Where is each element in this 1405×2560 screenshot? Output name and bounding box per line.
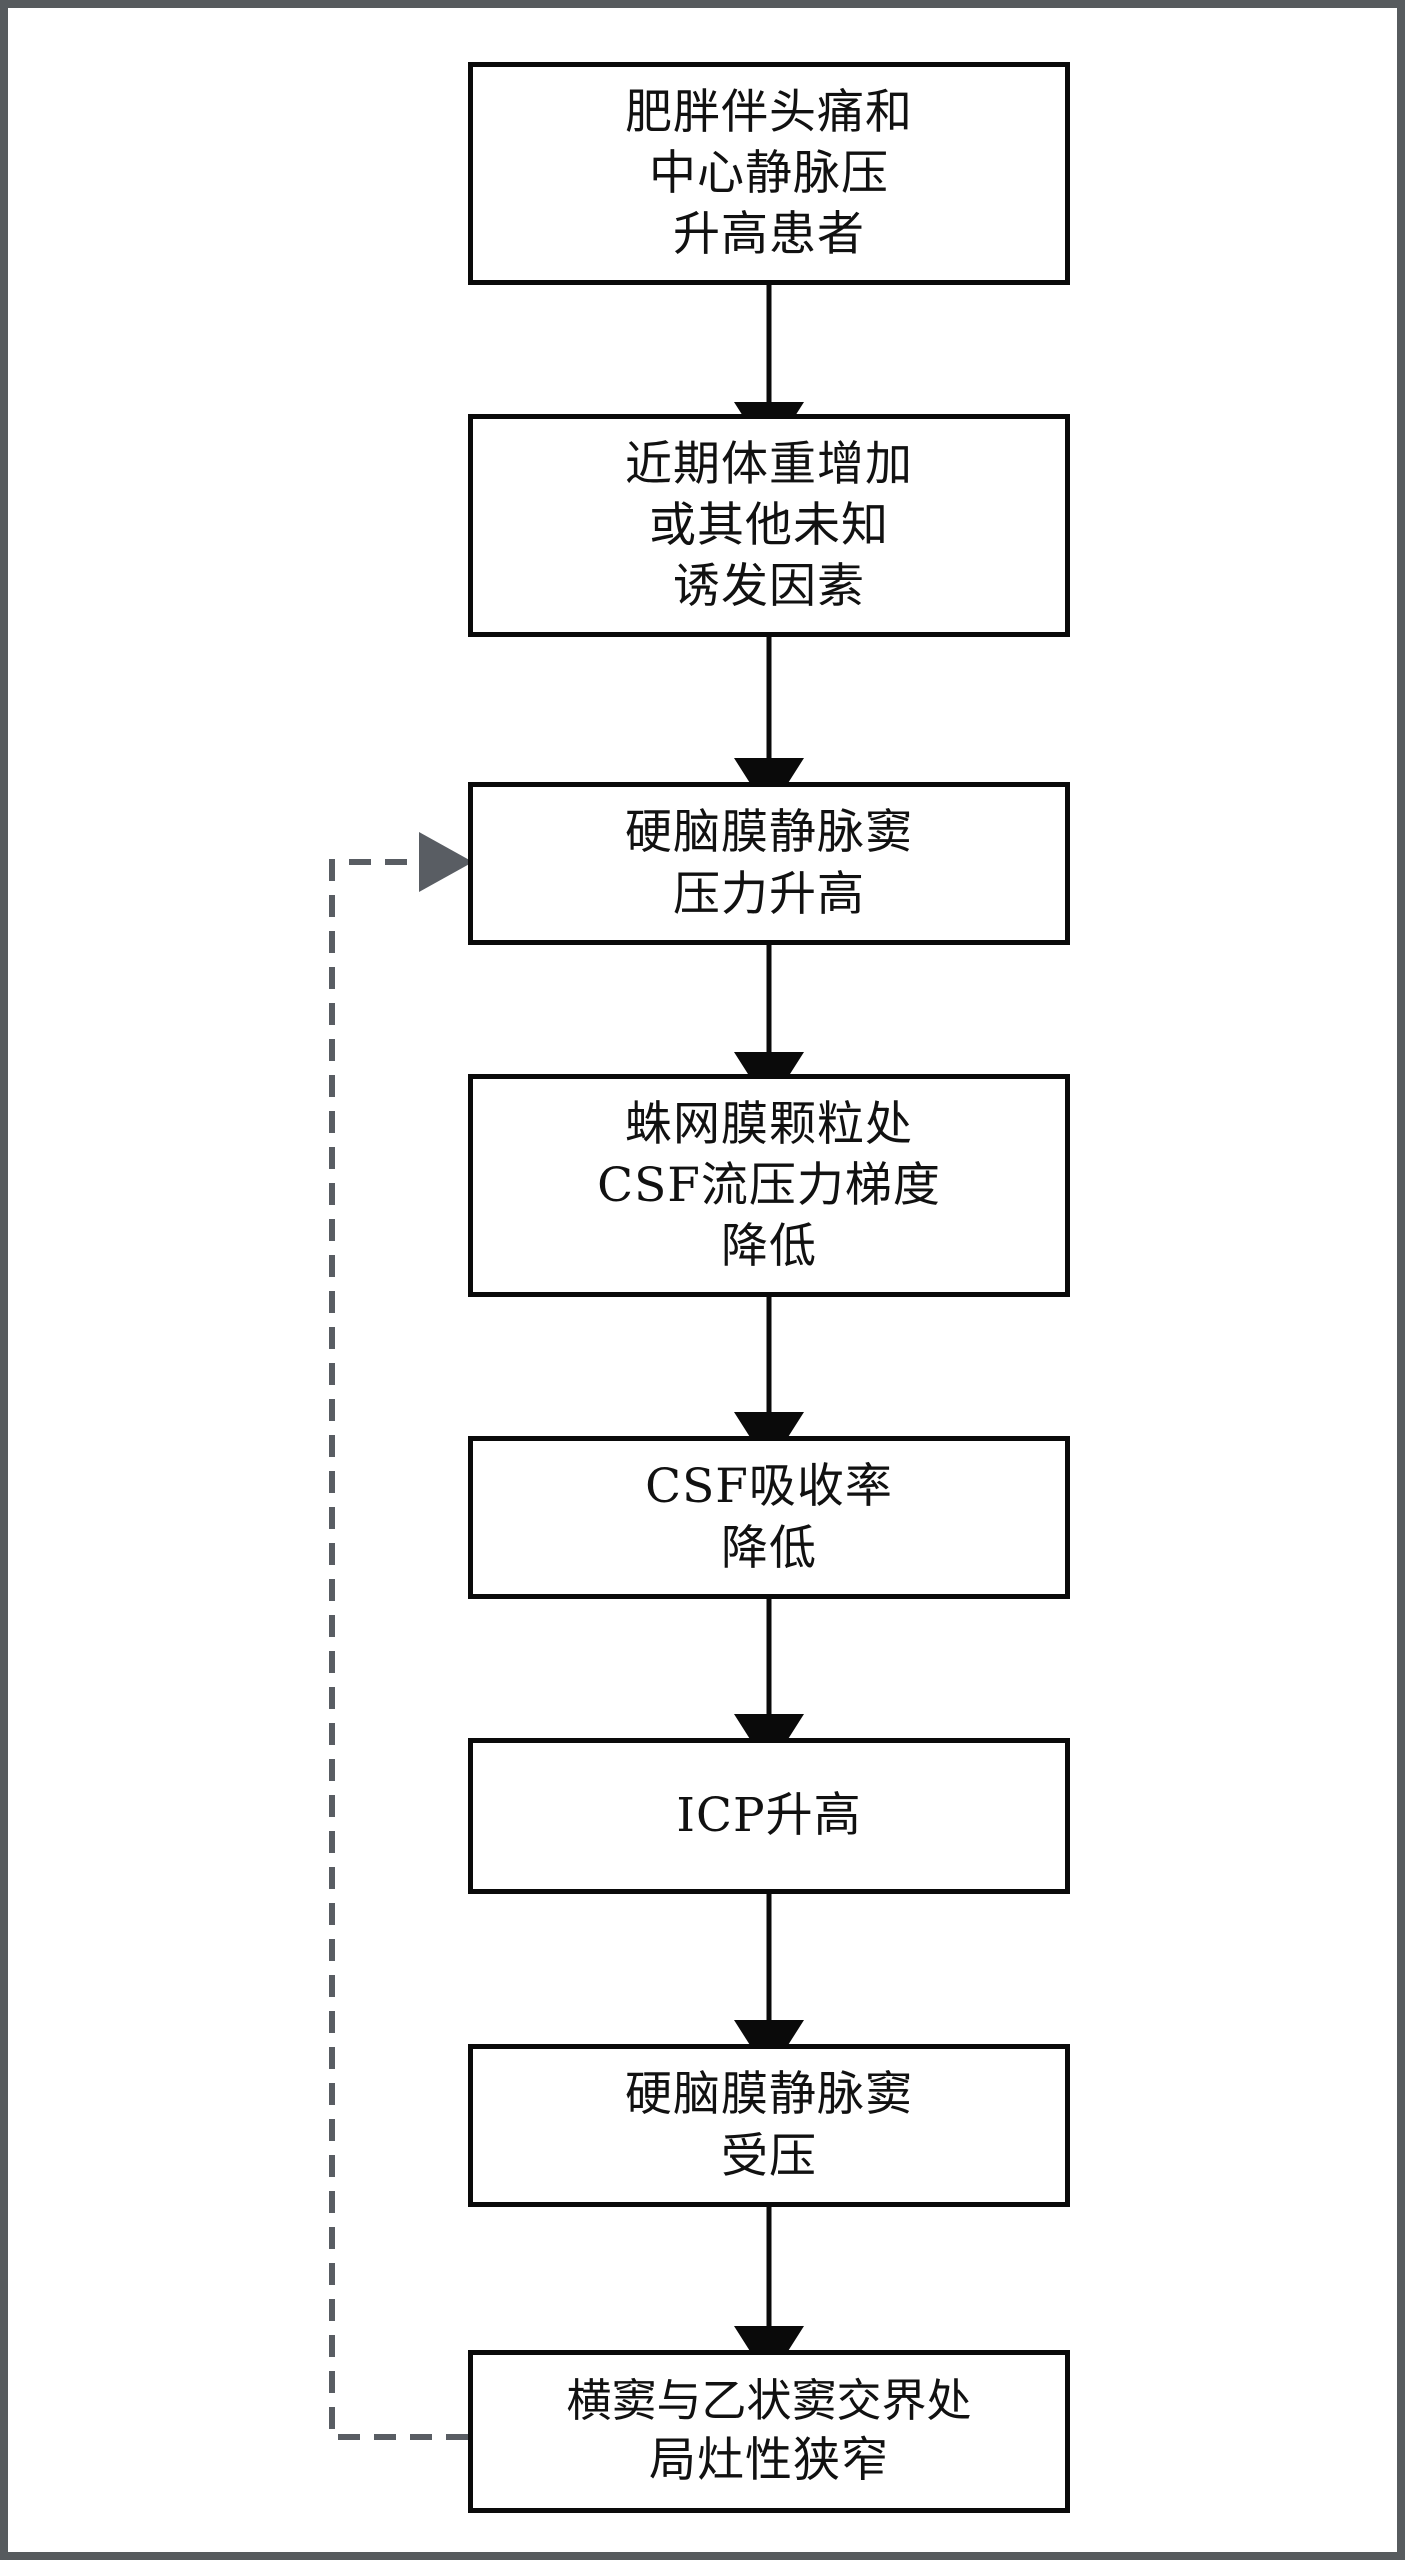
flow-node-obese-patient-with-headache[interactable]: 肥胖伴头痛和 中心静脉压 升高患者: [468, 62, 1070, 285]
flow-node-dural-sinus-compressed[interactable]: 硬脑膜静脉窦 受压: [468, 2044, 1070, 2207]
node-line: CSF吸收率: [645, 1459, 893, 1515]
node-line: 降低: [721, 1520, 817, 1576]
node-line: 升高患者: [673, 207, 865, 263]
edge-node8-node3-feedback: [329, 832, 473, 2440]
node-line: 硬脑膜静脉窦: [625, 2067, 913, 2123]
node-line: ICP升高: [676, 1788, 862, 1844]
node-line: 近期体重增加: [625, 436, 913, 492]
flow-node-csf-absorption-reduced[interactable]: CSF吸收率 降低: [468, 1436, 1070, 1599]
node-line: 或其他未知: [649, 497, 889, 553]
node-line: 横窦与乙状窦交界处: [566, 2373, 972, 2427]
flow-node-dural-sinus-pressure-elevated[interactable]: 硬脑膜静脉窦 压力升高: [468, 782, 1070, 945]
flow-node-csf-pressure-gradient-reduced[interactable]: 蛛网膜颗粒处 CSF流压力梯度 降低: [468, 1074, 1070, 1297]
node-line: 肥胖伴头痛和: [625, 84, 913, 140]
node-line: 局灶性狭窄: [649, 2433, 889, 2489]
flow-node-recent-weight-gain[interactable]: 近期体重增加 或其他未知 诱发因素: [468, 414, 1070, 637]
flow-node-icp-elevated[interactable]: ICP升高: [468, 1738, 1070, 1894]
node-line: 硬脑膜静脉窦: [625, 805, 913, 861]
node-line: 压力升高: [673, 866, 865, 922]
node-line: 降低: [721, 1219, 817, 1275]
node-line: 蛛网膜颗粒处: [625, 1096, 913, 1152]
node-line: 诱发因素: [673, 559, 865, 615]
node-line: CSF流压力梯度: [597, 1157, 941, 1213]
flow-node-focal-stenosis-transverse-sigmoid[interactable]: 横窦与乙状窦交界处 局灶性狭窄: [468, 2350, 1070, 2513]
node-line: 受压: [721, 2128, 817, 2184]
node-line: 中心静脉压: [649, 145, 889, 201]
